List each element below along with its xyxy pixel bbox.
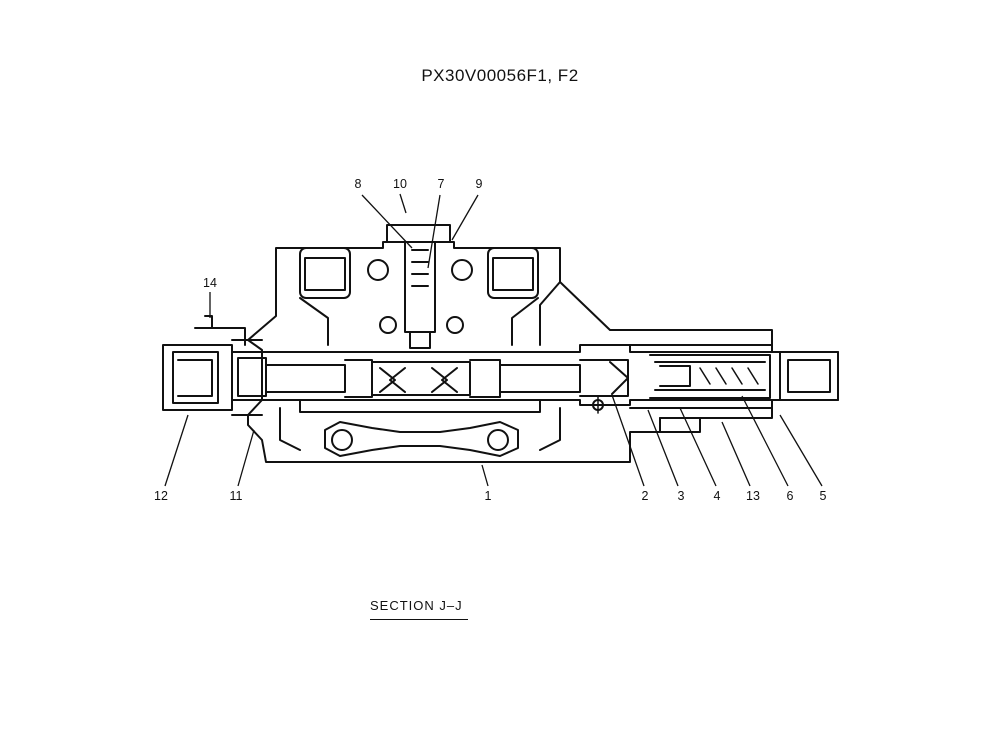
top-plug <box>386 224 451 243</box>
callout-10: 10 <box>393 177 407 191</box>
leader-1 <box>481 464 489 487</box>
callout-3: 3 <box>678 489 685 503</box>
callout-11: 11 <box>230 489 243 503</box>
callout-14: 14 <box>203 276 217 290</box>
callout-1: 1 <box>485 489 492 503</box>
left-port-fitting <box>162 344 233 411</box>
callout-8: 8 <box>355 177 362 191</box>
leader-8 <box>361 194 413 249</box>
leader-10 <box>399 193 407 214</box>
leader-13 <box>721 421 751 487</box>
leader-9 <box>451 194 479 241</box>
callout-6: 6 <box>787 489 794 503</box>
leader-11 <box>237 429 255 487</box>
leader-6 <box>741 395 789 487</box>
leader-12 <box>164 414 189 487</box>
callout-13: 13 <box>746 489 760 503</box>
valve-body-outline <box>247 241 839 463</box>
leader-2 <box>611 394 645 487</box>
drawing-title: PX30V00056F1, F2 <box>421 66 579 85</box>
callout-7: 7 <box>438 177 445 191</box>
section-label: SECTION J–J <box>370 598 468 620</box>
leader-7 <box>427 194 441 269</box>
callout-5: 5 <box>820 489 827 503</box>
leader-4 <box>679 407 717 487</box>
leader-3 <box>647 409 679 487</box>
spool-bore <box>231 344 773 353</box>
callout-4: 4 <box>714 489 721 503</box>
leader-5 <box>779 414 823 487</box>
callout-9: 9 <box>476 177 483 191</box>
callout-2: 2 <box>642 489 649 503</box>
lower-cavity <box>299 399 541 413</box>
callout-12: 12 <box>154 489 168 503</box>
